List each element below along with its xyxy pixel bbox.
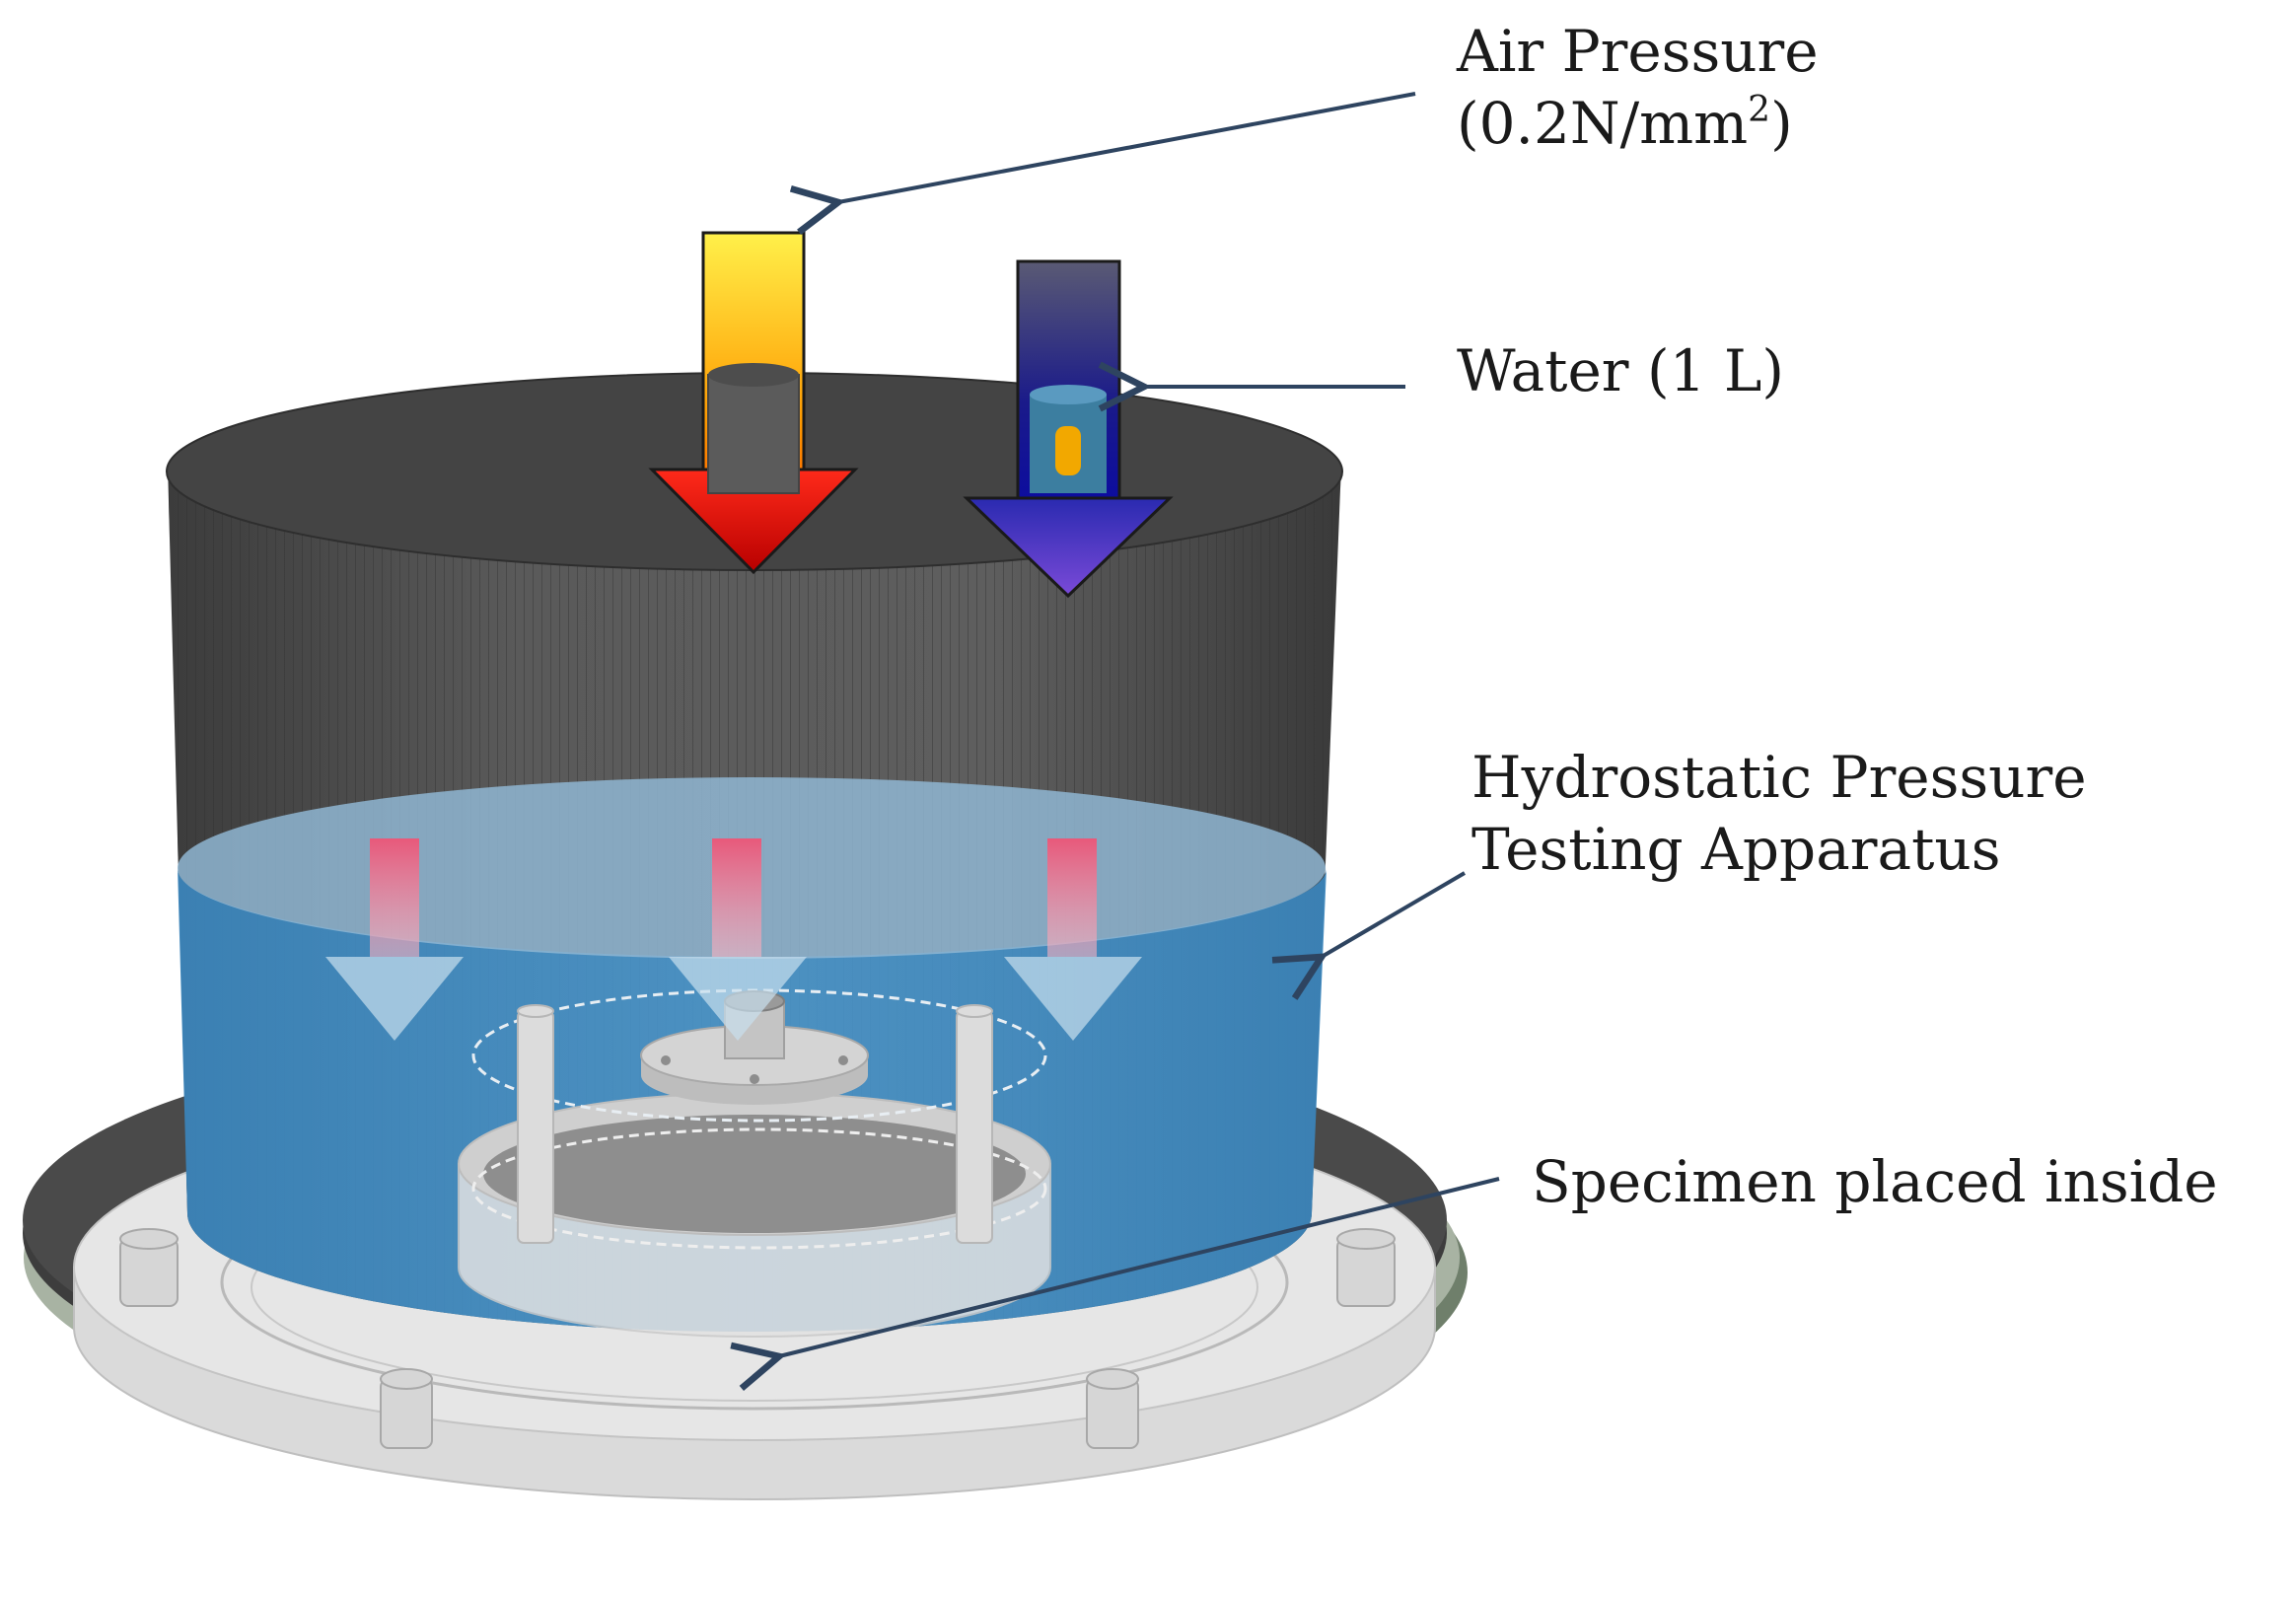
air-pressure-value-suffix: ) (1770, 89, 1793, 157)
pressure-arrow-icon (325, 838, 464, 1041)
air-pressure-pointer (838, 92, 1416, 202)
bolt-left (119, 1228, 179, 1307)
bolt-front-left (380, 1368, 433, 1449)
air-pressure-label: Air Pressure (0.2N/mm2) (1457, 16, 1819, 159)
air-pressure-value-prefix: (0.2N/mm (1457, 89, 1749, 157)
annotation-arrows (779, 92, 1500, 1356)
specimen-pointer (779, 1177, 1500, 1356)
support-rod-right (956, 1004, 993, 1244)
hydrostatic-pressure-arrows (325, 838, 1142, 1041)
specimen-label: Specimen placed inside (1532, 1148, 2218, 1215)
pressure-arrow-icon (669, 838, 807, 1041)
apparatus-label-line2: Testing Apparatus (1471, 815, 2001, 883)
bolt-right (1336, 1228, 1396, 1307)
pressure-arrow-icon (1004, 838, 1142, 1041)
air-pressure-value: (0.2N/mm2) (1457, 88, 1819, 160)
support-rod-left (517, 1004, 554, 1244)
air-pressure-title: Air Pressure (1457, 18, 1819, 85)
air-pressure-value-exponent: 2 (1748, 89, 1771, 130)
apparatus-label-line1: Hydrostatic Pressure (1471, 744, 2087, 811)
apparatus-pointer (1322, 871, 1467, 957)
apparatus-label: Hydrostatic Pressure Testing Apparatus (1471, 742, 2087, 885)
bolt-front-right (1086, 1368, 1139, 1449)
water-label: Water (1 L) (1457, 337, 1785, 404)
specimen-holder (458, 988, 1051, 1338)
air-inlet-arrow-icon (648, 231, 859, 575)
water-inlet-arrow-icon (963, 259, 1174, 599)
